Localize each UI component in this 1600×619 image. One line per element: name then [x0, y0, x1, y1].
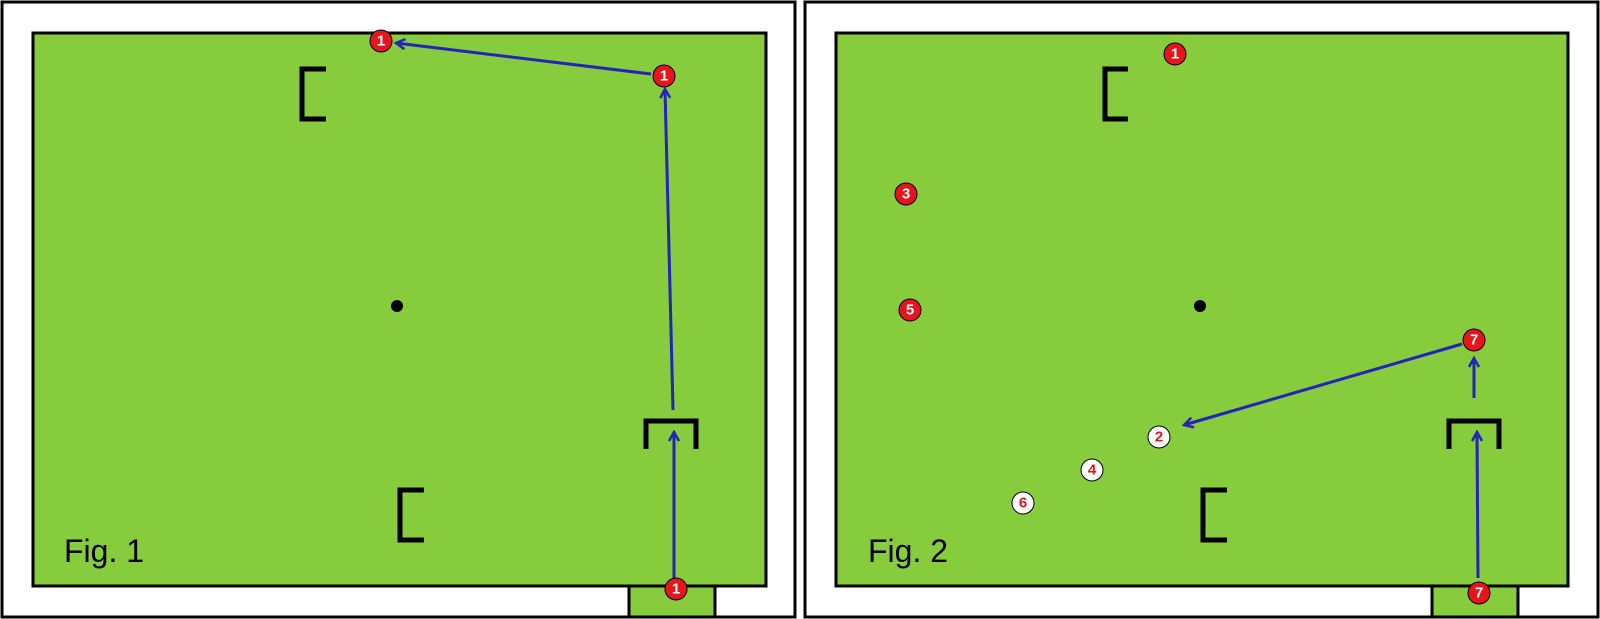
figure-label: Fig. 1 — [64, 533, 144, 569]
panel-fig1: 1 1 1 Fig. 1 — [0, 0, 797, 619]
gate-top-left — [1102, 66, 1128, 122]
arrow-base-to-gate — [1477, 432, 1478, 579]
svg-text:2: 2 — [1155, 429, 1163, 446]
gate-top-left — [299, 66, 326, 122]
svg-text:6: 6 — [1019, 495, 1027, 512]
center-dot — [1194, 300, 1206, 312]
svg-text:5: 5 — [906, 302, 914, 319]
marker: 4 — [1080, 458, 1104, 482]
panel-fig2: 1 3 5 7 2 4 6 7 Fig. 2 — [803, 0, 1600, 619]
svg-text:4: 4 — [1088, 462, 1097, 479]
figure-label: Fig. 2 — [868, 533, 948, 569]
arrow-top-right-to-top-left — [396, 43, 652, 76]
center-dot — [391, 300, 403, 312]
svg-text:1: 1 — [660, 68, 668, 85]
marker: 1 — [652, 64, 676, 88]
arrow-7-to-2 — [1184, 342, 1463, 425]
svg-text:7: 7 — [1475, 585, 1483, 602]
marker: 2 — [1147, 425, 1171, 449]
svg-text:7: 7 — [1470, 332, 1478, 349]
svg-text:1: 1 — [672, 581, 680, 598]
gate-right-inverted — [643, 418, 699, 449]
marker: 5 — [898, 298, 922, 322]
marker: 6 — [1011, 491, 1035, 515]
gate-right-inverted — [1446, 418, 1502, 449]
svg-text:3: 3 — [902, 186, 910, 203]
marker: 1 — [1163, 42, 1187, 66]
marker: 7 — [1462, 328, 1486, 352]
gate-bottom-center — [1200, 487, 1227, 543]
svg-text:1: 1 — [1171, 46, 1179, 63]
marker: 1 — [664, 577, 688, 601]
marker: 1 — [369, 29, 393, 53]
marker: 3 — [894, 182, 918, 206]
svg-text:1: 1 — [377, 33, 385, 50]
marker: 7 — [1467, 581, 1491, 605]
gate-bottom-center — [397, 487, 424, 543]
arrow-gate-to-top-right — [665, 89, 675, 411]
